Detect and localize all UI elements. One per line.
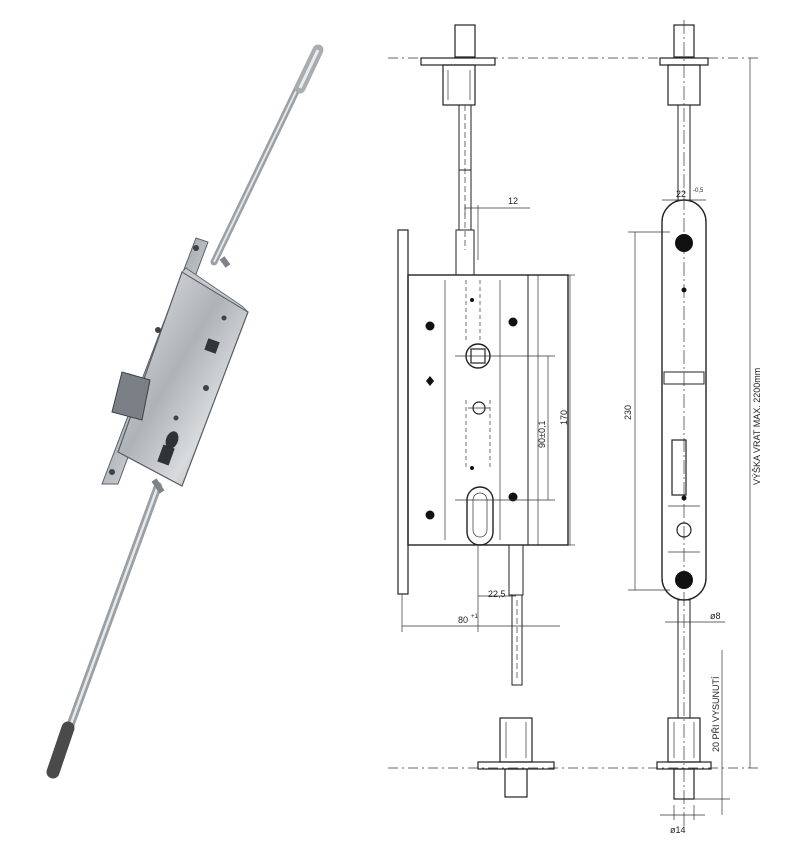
dim-max-height-label: VÝŠKA VRAT MAX. 2200mm xyxy=(752,368,762,485)
dim-diameter-14-label: ø14 xyxy=(670,825,686,835)
dim-22-label: 22 xyxy=(676,189,686,199)
dim-22-5-label: 22,5 xyxy=(488,589,506,599)
dim-diameter-8-label: ø8 xyxy=(710,611,721,621)
dim-90-label: 90±0,1 xyxy=(537,421,547,448)
lock-photo xyxy=(46,44,324,779)
dim-170-label: 170 xyxy=(559,410,569,425)
dim-80-label: 80 xyxy=(458,615,468,625)
faceplate-hole xyxy=(675,571,693,589)
dim-80-tolerance: +1 xyxy=(471,614,479,620)
screw-hole xyxy=(425,321,435,331)
dim-12-label: 12 xyxy=(508,196,518,206)
cylinder-cutout xyxy=(466,486,494,546)
screw-hole xyxy=(425,510,435,520)
dim-230-label: 230 xyxy=(623,405,633,420)
faceplate-hole xyxy=(675,234,693,252)
dim-22-tolerance: -0,5 xyxy=(693,188,704,194)
diamond-mark xyxy=(426,376,434,386)
side-view-drawing: 22 -0,5 230 ø8 20 PŘI VYSUNUTÍ ø14 VÝŠKA… xyxy=(623,20,762,835)
front-view-drawing: 12 90±0,1 170 22,5 80 +1 xyxy=(388,24,760,798)
dim-20-extension-label: 20 PŘI VYSUNUTÍ xyxy=(711,676,721,752)
screw-hole xyxy=(508,317,518,327)
screw-hole xyxy=(508,492,518,502)
